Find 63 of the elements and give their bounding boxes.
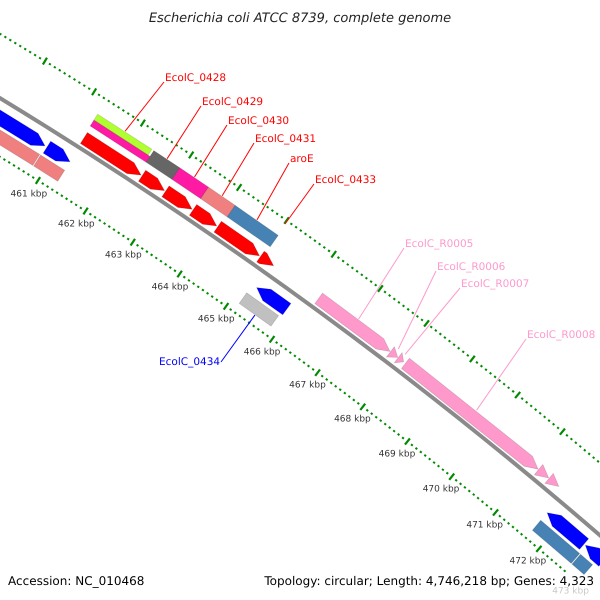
leader-line bbox=[398, 270, 436, 350]
gene-block bbox=[256, 250, 274, 266]
kbp-label: 465 kbp bbox=[198, 314, 235, 326]
gene-label: aroE bbox=[290, 153, 314, 165]
leader-line bbox=[194, 124, 228, 178]
footer-text: Topology: circular; Length: 4,746,218 bp; Genes: 4,323 bbox=[264, 574, 594, 588]
gene-block bbox=[394, 352, 404, 364]
kbp-label: 461 kbp bbox=[10, 189, 48, 200]
gene-block bbox=[532, 520, 580, 564]
gene-block bbox=[238, 292, 280, 327]
gene-block bbox=[80, 132, 142, 176]
kbp-label: 468 kbp bbox=[334, 414, 371, 426]
gene-block bbox=[314, 292, 391, 352]
gene-block bbox=[33, 154, 66, 182]
gene-label: EcolC_0431 bbox=[255, 133, 316, 145]
leader-line bbox=[284, 184, 314, 224]
gene-block bbox=[213, 220, 260, 256]
kbp-label: 470 kbp bbox=[422, 484, 460, 496]
gene-block bbox=[200, 186, 236, 218]
gene-label: EcolC_R0008 bbox=[527, 329, 596, 341]
gene-label: EcolC_0429 bbox=[202, 96, 264, 108]
gene-block bbox=[146, 150, 180, 180]
gene-block bbox=[171, 167, 210, 200]
gene-block bbox=[188, 204, 218, 226]
gene-label: EcolC_0433 bbox=[315, 174, 376, 186]
gene-block bbox=[161, 185, 193, 210]
gene-block bbox=[400, 358, 539, 470]
leader-line bbox=[220, 314, 256, 362]
gene-block bbox=[93, 114, 152, 156]
kbp-label: 471 kbp bbox=[466, 520, 504, 532]
kbp-label: 464 kbp bbox=[152, 282, 188, 294]
gene-label: EcolC_0434 bbox=[159, 356, 220, 368]
leader-line bbox=[222, 142, 254, 196]
leader-line bbox=[166, 106, 202, 160]
gene-block bbox=[256, 287, 292, 316]
leader-line bbox=[476, 338, 526, 411]
gene-block bbox=[386, 346, 398, 358]
gene-block bbox=[90, 120, 151, 163]
gene-block bbox=[138, 170, 166, 192]
kbp-label: 472 kbp bbox=[510, 556, 546, 568]
leader-line bbox=[404, 288, 460, 355]
leader-line bbox=[256, 162, 290, 220]
gene-block bbox=[42, 140, 71, 162]
gene-block bbox=[571, 554, 594, 576]
footer-text: Accession: NC_010468 bbox=[8, 574, 144, 588]
gene-block bbox=[226, 204, 279, 248]
gene-block bbox=[584, 544, 600, 567]
kbp-label: 466 kbp bbox=[244, 347, 280, 358]
kbp-label: 463 kbp bbox=[105, 250, 142, 262]
gene-label: EcolC_R0006 bbox=[437, 261, 506, 273]
gene-block bbox=[544, 473, 560, 488]
kbp-label: 467 kbp bbox=[289, 380, 326, 392]
gene-label: EcolC_R0005 bbox=[405, 238, 474, 250]
gene-label: EcolC_R0007 bbox=[461, 278, 530, 290]
kbp-label: 462 kbp bbox=[58, 220, 95, 231]
gene-label: EcolC_0430 bbox=[228, 115, 290, 127]
gene-label: EcolC_0428 bbox=[165, 72, 226, 84]
title: Escherichia coli ATCC 8739, complete genome bbox=[148, 10, 452, 28]
kbp-label: 469 kbp bbox=[378, 449, 416, 460]
leader-line bbox=[124, 82, 164, 132]
gene-block bbox=[534, 464, 550, 479]
gene-block bbox=[546, 512, 590, 550]
leader-line bbox=[358, 248, 404, 320]
